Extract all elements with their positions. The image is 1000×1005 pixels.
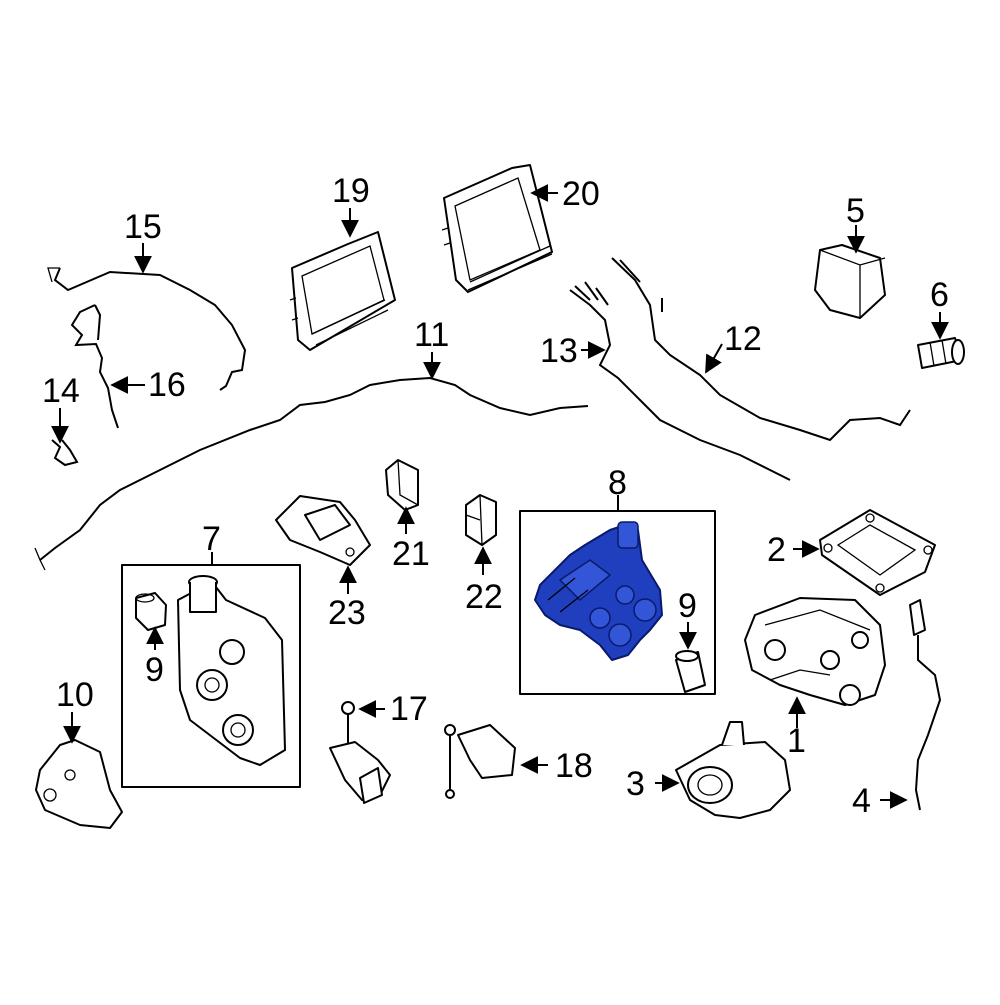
- callout-11: 11: [414, 316, 449, 354]
- part-15-harness[interactable]: [47, 267, 247, 391]
- callout-19: 19: [332, 172, 370, 210]
- part-16-harness[interactable]: [70, 304, 119, 429]
- part-23-module-bracket[interactable]: [275, 495, 371, 566]
- callout-16: 16: [148, 366, 186, 404]
- part-19-control-module[interactable]: [289, 231, 396, 351]
- part-9-filter-right[interactable]: [675, 650, 706, 693]
- callout-leaders: [51, 184, 949, 809]
- callout-15: 15: [124, 208, 162, 246]
- callout-7: 7: [202, 520, 221, 558]
- callout-2: 2: [767, 531, 786, 569]
- callout-22: 22: [465, 578, 503, 616]
- part-20-control-module[interactable]: [441, 164, 553, 293]
- part-8-valve-block-highlighted[interactable]: [534, 521, 663, 661]
- callout-3: 3: [626, 765, 645, 803]
- part-6-connector[interactable]: [917, 337, 965, 369]
- part-18-height-sensor[interactable]: [444, 724, 516, 799]
- callout-18: 18: [555, 747, 593, 785]
- part-2-bracket-plate[interactable]: [819, 509, 936, 596]
- part-4-sensor-cable[interactable]: [909, 599, 942, 811]
- callout-23: 23: [328, 594, 366, 632]
- callout-17: 17: [390, 690, 428, 728]
- part-3-compressor[interactable]: [675, 721, 791, 819]
- part-13-harness[interactable]: [569, 281, 791, 481]
- callout-8: 8: [608, 464, 627, 502]
- callout-6: 6: [930, 276, 949, 314]
- part-12-harness[interactable]: [611, 257, 911, 442]
- callout-9-right: 9: [678, 587, 697, 625]
- callout-14: 14: [42, 372, 80, 410]
- part-5-bracket[interactable]: [814, 244, 886, 319]
- part-17-height-sensor[interactable]: [329, 701, 391, 804]
- callout-5: 5: [846, 192, 865, 230]
- callout-12: 12: [724, 320, 762, 358]
- callout-9-left: 9: [145, 651, 164, 689]
- part-21-sensor[interactable]: [385, 459, 419, 511]
- part-14-clip[interactable]: [51, 439, 79, 467]
- callout-10: 10: [56, 676, 94, 714]
- part-22-sensor[interactable]: [465, 494, 497, 546]
- callout-1: 1: [787, 722, 806, 760]
- part-7-valve-block-box[interactable]: [121, 564, 301, 788]
- part-8-valve-block-box[interactable]: [519, 510, 716, 695]
- part-10-bracket[interactable]: [35, 739, 123, 829]
- callout-20: 20: [562, 175, 600, 213]
- callout-4: 4: [852, 782, 871, 820]
- callout-13: 13: [540, 332, 578, 370]
- part-11-harness[interactable]: [34, 376, 589, 571]
- callout-21: 21: [392, 535, 430, 573]
- part-1-compressor-assembly[interactable]: [744, 597, 886, 706]
